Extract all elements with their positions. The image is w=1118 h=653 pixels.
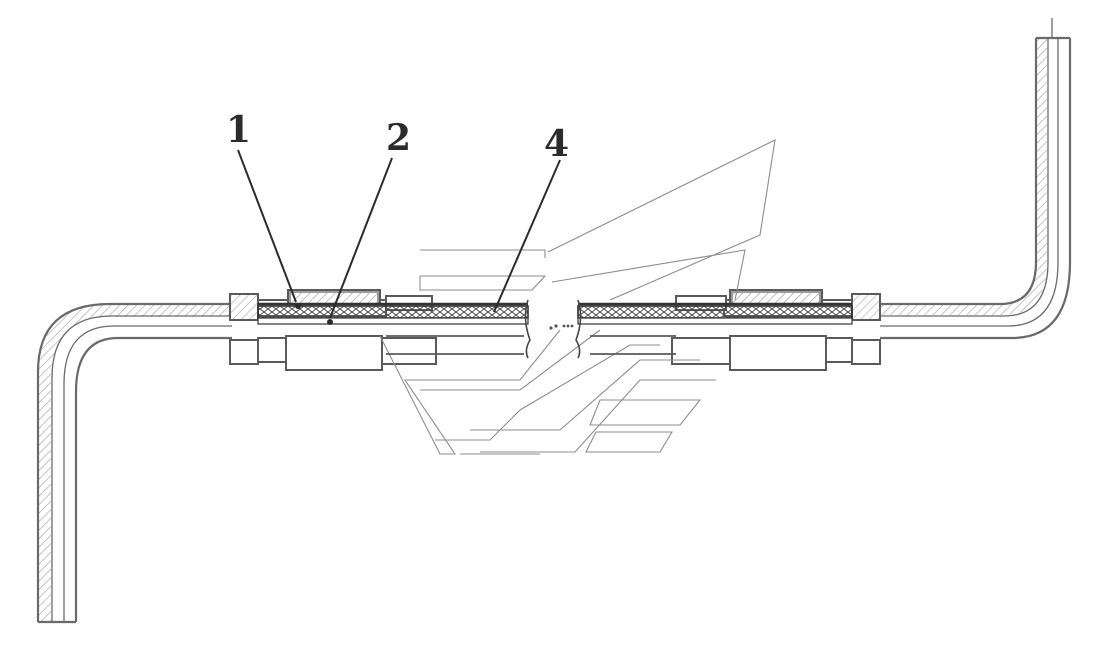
right-fitting xyxy=(671,289,881,371)
left-pipe-hatch xyxy=(39,305,232,621)
leader-lines xyxy=(237,149,561,319)
right-pipe-hatch xyxy=(880,39,1047,315)
callout-label-4: 4 xyxy=(544,123,569,165)
leader-line-2 xyxy=(329,157,393,319)
crimp-points xyxy=(295,303,333,325)
callout-label-2: 2 xyxy=(386,117,411,159)
leader-line-4 xyxy=(493,159,561,313)
hose xyxy=(257,299,853,359)
callout-label-1: 1 xyxy=(226,109,251,151)
background-graphic xyxy=(379,139,776,455)
leader-line-1 xyxy=(237,149,297,303)
gap-marks xyxy=(549,324,574,330)
left-pipe xyxy=(36,302,232,624)
left-fitting xyxy=(229,289,437,371)
